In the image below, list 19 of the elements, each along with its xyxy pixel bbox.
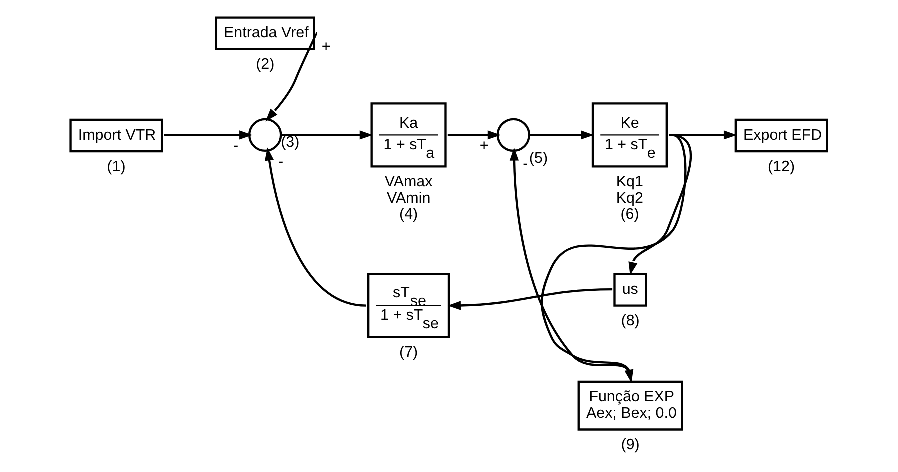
edge-label: - bbox=[233, 137, 239, 154]
node-label: (12) bbox=[768, 158, 796, 176]
node-label: (7) bbox=[400, 344, 418, 362]
node-label: Kq2 bbox=[616, 190, 644, 207]
node-label: VAmax bbox=[384, 173, 433, 190]
node-label: (3) bbox=[281, 134, 300, 151]
node-label: (1) bbox=[107, 158, 126, 176]
edge-label: - bbox=[278, 154, 284, 171]
edge-label: + bbox=[322, 38, 331, 56]
node-label: (4) bbox=[400, 206, 418, 224]
node-label: (6) bbox=[620, 206, 640, 224]
edge-label: - bbox=[523, 155, 528, 172]
edge-label: + bbox=[480, 137, 489, 154]
node-label: (9) bbox=[621, 436, 640, 454]
node-label: Kq1 bbox=[616, 173, 644, 190]
node-label: VAmin bbox=[387, 190, 431, 207]
node-label: (5) bbox=[529, 150, 548, 168]
node-label: (8) bbox=[621, 312, 640, 330]
node-label: (2) bbox=[256, 56, 275, 74]
